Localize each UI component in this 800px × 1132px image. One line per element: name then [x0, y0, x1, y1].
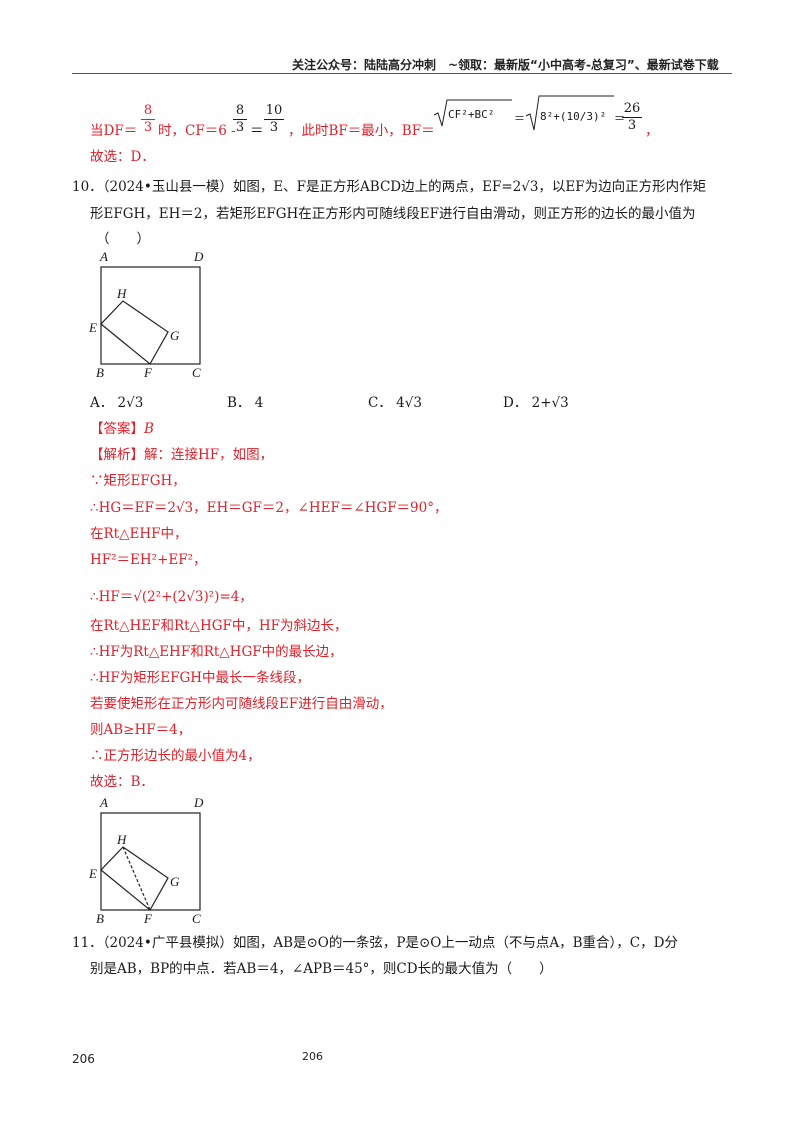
analysis-line-2: ∴HG＝EF＝2√3，EH＝GF＝2，∠HEF＝∠HGF＝90°，: [90, 500, 448, 516]
rect-efgh: [100, 300, 169, 365]
q10-number: 10．: [72, 179, 103, 195]
q10-solution-figure: A D H E G B F C: [88, 795, 204, 926]
analysis-line-0: 【解析】解：连接HF，如图，: [90, 447, 274, 463]
analysis-line-9: 若要使矩形在正方形内可随线段EF进行自由滑动，: [90, 696, 393, 712]
q10-text-line2: 形EFGH，EH＝2，若矩形EFGH在正方形内可随线段EF进行自由滑动，则正方形…: [90, 206, 696, 222]
q10-text-line3: （ ）: [96, 231, 150, 247]
label-H: H: [116, 286, 127, 301]
sqrt-8-10-3: [524, 94, 616, 136]
prev-line1-c: ，此时BF＝最小，BF＝: [288, 123, 435, 139]
analysis-line-7: ∴HF为Rt△EHF和Rt△HGF中的最长边，: [90, 644, 343, 660]
option-b[interactable]: B． 4: [227, 395, 264, 411]
label-A-2: A: [99, 795, 108, 810]
prev-line1-b: 时，CF＝6 -: [158, 123, 236, 139]
label-B-2: B: [96, 911, 104, 926]
option-d[interactable]: D． 2+√3: [503, 395, 569, 411]
analysis-line-4: HF²＝EH²+EF²，: [90, 552, 207, 568]
page-number-left: 206: [72, 1052, 95, 1066]
sqrt-cf-bc-expr: CF²+BC²: [448, 108, 495, 121]
label-B: B: [96, 365, 104, 380]
option-c[interactable]: C． 4√3: [368, 395, 422, 411]
sqrt-8-10-3-expr: 8²+(10/3)²: [540, 110, 607, 123]
analysis-line-11: ∴正方形边长的最小值为4，: [90, 748, 261, 764]
q11-text-line1: （2024•广平县模拟）如图，AB是⊙O的一条弦，P是⊙O上一动点（不与点A，B…: [96, 935, 678, 951]
prev-line1-eq2: ＝: [514, 112, 525, 125]
label-A: A: [99, 249, 108, 264]
header-banner: 关注公众号：陆陆高分冲刺 ~领取：最新版“小中高考-总复习”、最新试卷下载: [292, 58, 719, 72]
analysis-line-6: 在Rt△HEF和Rt△HGF中，HF为斜边长，: [90, 618, 348, 634]
prev-line1-eq: ＝: [250, 123, 264, 139]
page-number-center: 206: [302, 1050, 323, 1063]
header-rule: [72, 73, 732, 74]
square-abcd: [100, 266, 201, 365]
answer-line: 【答案】B: [90, 421, 154, 437]
prev-line1-tail: ，: [645, 123, 659, 139]
label-C-2: C: [192, 911, 201, 926]
option-a[interactable]: A． 2√3: [90, 395, 144, 411]
segment-hf: [122, 846, 151, 911]
label-D-2: D: [193, 795, 204, 810]
analysis-line-5: ∴HF＝√(2²+(2√3)²)=4，: [90, 589, 253, 605]
sqrt-cf-bc: [432, 98, 514, 132]
analysis-line-1: ∵矩形EFGH，: [90, 473, 186, 489]
analysis-line-12: 故选：B．: [90, 774, 154, 790]
rect-efgh-2: [100, 846, 169, 911]
label-G: G: [170, 328, 180, 343]
q10-text-line1: （2024•玉山县一模）如图，E、F是正方形ABCD边上的两点，EF=2√3，以…: [96, 179, 707, 195]
label-D: D: [193, 249, 204, 264]
label-E: E: [88, 320, 97, 335]
q11-text-line2: 别是AB，BP的中点．若AB＝4，∠APB＝45°，则CD长的最大值为（ ）: [90, 961, 553, 977]
prev-line1-eq3: ＝: [614, 112, 625, 125]
analysis-line-10: 则AB≥HF＝4，: [90, 722, 192, 738]
label-E-2: E: [88, 866, 97, 881]
square-abcd-2: [100, 812, 201, 911]
label-H-2: H: [116, 832, 127, 847]
q11-number: 11．: [72, 935, 103, 951]
label-G-2: G: [170, 874, 180, 889]
prev-line2: 故选：D．: [90, 149, 155, 165]
label-F-2: F: [143, 911, 153, 926]
label-F: F: [143, 365, 153, 380]
analysis-line-8: ∴HF为矩形EFGH中最长一条线段，: [90, 670, 311, 686]
q10-figure: A D H E G B F C: [88, 249, 204, 380]
prev-line1-a: 当DF＝: [90, 123, 138, 139]
analysis-line-3: 在Rt△EHF中，: [90, 526, 188, 542]
label-C: C: [192, 365, 201, 380]
